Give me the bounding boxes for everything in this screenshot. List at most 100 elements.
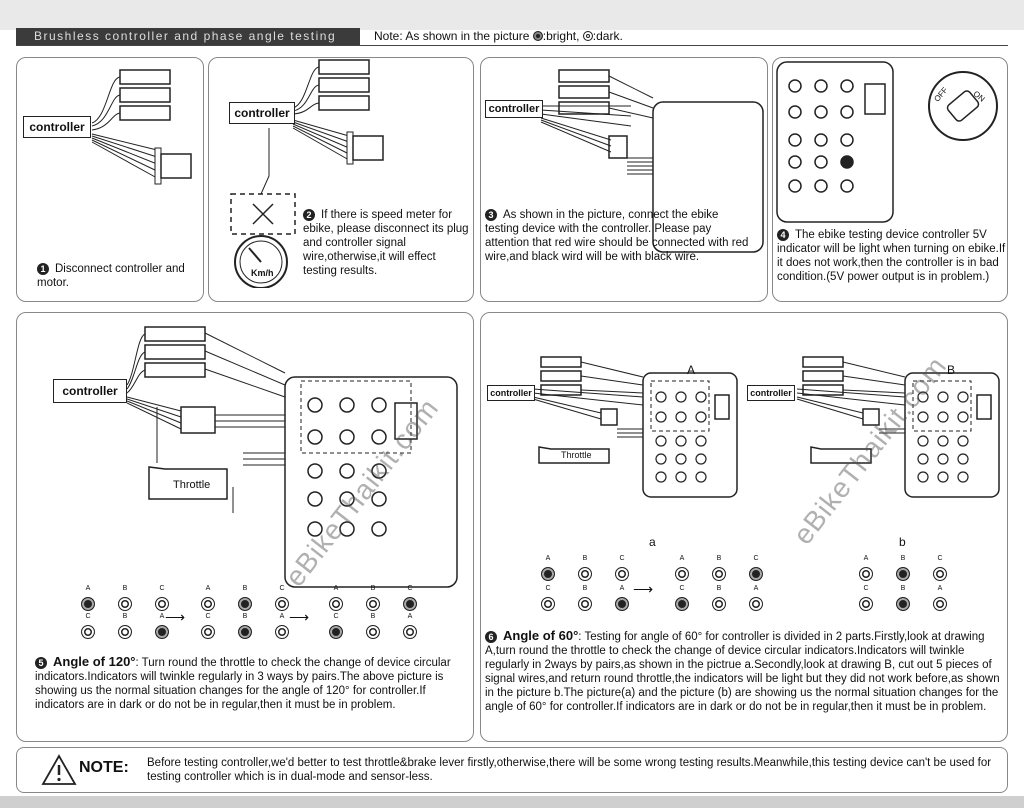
indicator-bright-icon: [675, 597, 689, 611]
phase-indicator-label: C: [205, 613, 211, 620]
phase-indicator-label: B: [716, 585, 722, 592]
phase-indicator: B: [894, 585, 912, 613]
phase-indicator: B: [894, 555, 912, 583]
indicator-group-60a-1-top: A B C: [539, 555, 650, 583]
indicator-bright-icon: [896, 567, 910, 581]
phase-indicator-label: B: [582, 585, 588, 592]
indicator-dark-icon: [933, 597, 947, 611]
phase-indicator-label: A: [205, 585, 211, 592]
indicator-dark-icon: [749, 597, 763, 611]
indicator-bright-icon: [81, 597, 95, 611]
phase-indicator-label: C: [545, 585, 551, 592]
step1-diagram: [91, 69, 192, 185]
throttle-label: Throttle: [173, 479, 211, 491]
step5-description: : Turn round the throttle to check the c…: [35, 657, 451, 711]
indicator-bright-icon: [155, 625, 169, 639]
legend-bright: :bright,: [542, 29, 580, 43]
indicator-bright-icon: [896, 597, 910, 611]
controller-box: controller: [53, 379, 127, 403]
phase-indicator: A: [673, 555, 691, 583]
indicator-dark-icon: [366, 597, 380, 611]
indicator-bright-icon: [329, 625, 343, 639]
picture-a-label: a: [649, 535, 656, 549]
step3-description: As shown in the picture, connect the ebi…: [485, 209, 749, 263]
controller-box-b: controller: [747, 385, 795, 401]
phase-indicator-label: B: [122, 585, 128, 592]
phase-indicator: B: [236, 613, 254, 641]
page-title: Brushless controller and phase angle tes…: [16, 28, 360, 45]
legend-prefix: Note: As shown in the picture: [374, 29, 530, 43]
phase-indicator-label: C: [863, 585, 869, 592]
phase-indicator: C: [613, 555, 631, 583]
indicator-dark-icon: [118, 597, 132, 611]
step3-number: 3: [485, 209, 497, 221]
step1-description: Disconnect controller and motor.: [37, 263, 185, 289]
controller-box: controller: [485, 100, 543, 118]
phase-indicator: A: [199, 585, 217, 613]
phase-indicator-label: A: [863, 555, 869, 562]
phase-indicator-label: A: [679, 555, 685, 562]
phase-indicator: A: [539, 555, 557, 583]
phase-indicator-label: C: [619, 555, 625, 562]
indicator-dark-icon: [541, 597, 555, 611]
indicator-dark-icon: [201, 625, 215, 639]
note-box: NOTE: Before testing controller,we'd bet…: [16, 747, 1008, 793]
indicator-dark-icon: [201, 597, 215, 611]
indicator-dark-icon: [329, 597, 343, 611]
controller-box: controller: [229, 102, 295, 124]
phase-indicator: A: [613, 585, 631, 613]
indicator-dark-icon: [859, 567, 873, 581]
phase-indicator: B: [236, 585, 254, 613]
step4-description: The ebike testing device controller 5V i…: [777, 229, 1006, 283]
step5-number: 5: [35, 657, 47, 669]
phase-indicator: C: [401, 585, 419, 613]
step5-diagram: [126, 326, 458, 588]
warning-icon: [41, 754, 77, 785]
arrow-right-icon: ⟶: [289, 609, 310, 625]
phase-indicator-label: A: [279, 613, 285, 620]
indicator-bright-icon: [238, 625, 252, 639]
phase-indicator-label: B: [900, 555, 906, 562]
phase-indicator: C: [327, 613, 345, 641]
phase-indicator: B: [710, 585, 728, 613]
phase-indicator-label: A: [545, 555, 551, 562]
step6-number: 6: [485, 631, 497, 643]
step6-title: Angle of 60°: [503, 628, 579, 643]
phase-indicator-label: A: [619, 585, 625, 592]
phase-indicator: A: [857, 555, 875, 583]
indicator-group-120-1-top: A B C: [79, 585, 190, 613]
indicator-dark-icon: [712, 567, 726, 581]
phase-indicator: B: [576, 555, 594, 583]
indicator-dark-icon: [712, 597, 726, 611]
drawing-a-label: A: [687, 363, 696, 377]
phase-indicator: C: [199, 613, 217, 641]
phase-indicator-label: C: [279, 585, 285, 592]
arrow-right-icon: ⟶: [165, 609, 186, 625]
phase-indicator: A: [931, 585, 949, 613]
indicator-group-120-2-top: A B C: [199, 585, 310, 613]
step3-diagram: [540, 69, 764, 253]
phase-indicator: A: [153, 613, 171, 641]
phase-indicator-label: B: [370, 585, 376, 592]
indicator-bright-icon: [541, 567, 555, 581]
phase-indicator-label: B: [900, 585, 906, 592]
indicator-dark-icon: [578, 567, 592, 581]
phase-indicator-label: A: [85, 585, 91, 592]
legend-note: Note: As shown in the picture :bright, :…: [374, 28, 623, 45]
phase-indicator-label: B: [716, 555, 722, 562]
phase-indicator-label: C: [159, 585, 165, 592]
phase-indicator-label: C: [407, 585, 413, 592]
step1-number: 1: [37, 263, 49, 275]
phase-indicator-label: C: [85, 613, 91, 620]
phase-indicator-label: B: [242, 585, 248, 592]
phase-indicator: A: [747, 585, 765, 613]
